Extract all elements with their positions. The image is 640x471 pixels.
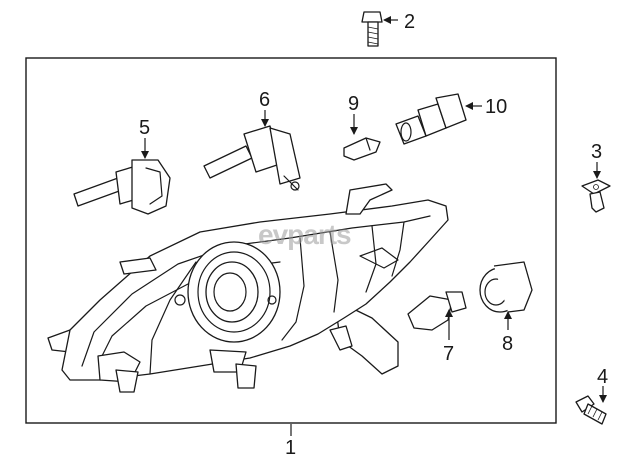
headlamp-assembly (47, 183, 449, 393)
callout-2: 2 (404, 11, 415, 33)
callout-7: 7 (443, 343, 454, 365)
bulb-part-7 (407, 291, 467, 331)
callout-6: 6 (259, 89, 270, 111)
callout-10: 10 (485, 96, 507, 118)
watermark: evparts (258, 219, 351, 250)
callout-8: 8 (502, 333, 513, 355)
callout-9: 9 (348, 93, 359, 115)
callout-1: 1 (285, 437, 296, 459)
callout-3: 3 (591, 141, 602, 163)
bulb-part-9 (343, 137, 381, 161)
screw-part-2 (361, 11, 383, 47)
socket-part-8 (479, 261, 533, 313)
bolt-part-4 (575, 395, 607, 425)
callout-4: 4 (597, 366, 608, 388)
socket-part-10 (395, 93, 467, 145)
bulb-part-6 (203, 125, 301, 191)
assembly-frame (25, 57, 557, 424)
callout-5: 5 (139, 117, 150, 139)
clip-part-3 (581, 179, 611, 213)
bulb-part-5 (73, 159, 171, 215)
